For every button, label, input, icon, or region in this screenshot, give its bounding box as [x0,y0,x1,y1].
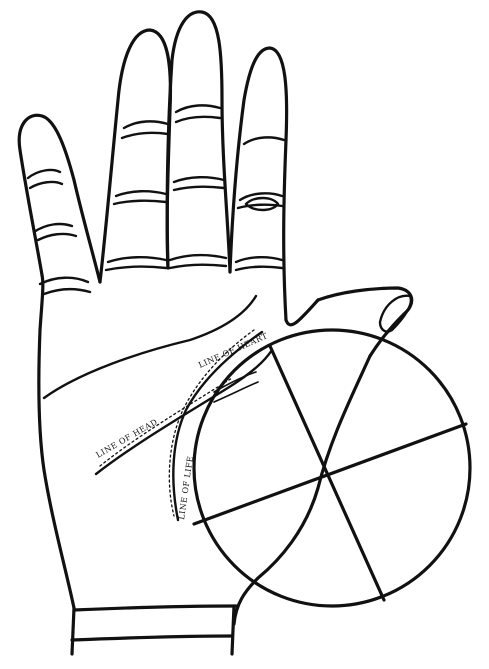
crease-middle-2 [176,117,220,122]
mount-circle-diameter-b [194,424,466,524]
crease-little-1 [28,170,60,178]
label-head-line: LINE OF HEAD [95,417,160,460]
crease-middle-1 [176,105,220,112]
finger-index [230,48,287,320]
head-line-hatch [100,378,232,466]
crease-ring-4 [114,201,166,204]
crease-ring-6 [106,267,166,270]
crease-ring-1 [124,121,168,128]
crease-index-1 [244,137,284,144]
hand-left-edge [39,275,74,608]
crease-middle-4 [174,187,224,190]
mount-circle [194,330,470,606]
crease-little-3 [34,224,72,232]
crease-middle-3 [174,177,224,182]
hand-right-edge [286,300,318,325]
wrist [72,606,236,654]
thumb-nail [380,296,411,332]
finger-little [19,115,100,282]
mount-circle-outline [194,330,470,606]
crease-little-5 [40,278,88,284]
label-life-line: LINE OF LIFE [177,455,195,520]
crease-middle-5 [170,255,226,260]
crease-little-6 [44,289,90,294]
wrist-line-bottom [72,636,232,640]
crease-little-4 [38,234,76,240]
crease-ring-2 [122,133,168,138]
crease-index-4 [236,257,282,262]
crease-middle-6 [170,265,226,268]
mount-circle-diameter-a [270,346,384,600]
crease-index-5 [236,267,282,270]
wrist-left-edge [72,608,74,654]
finger-ring [100,30,170,282]
finger-creases [28,105,284,294]
finger-middle [167,12,230,272]
crease-ring-5 [108,257,166,262]
crease-little-2 [30,182,62,188]
palm-lines [44,296,272,520]
crease-ring-3 [116,191,166,196]
wrist-line-top [74,606,236,610]
wrist-right-edge [232,606,234,654]
